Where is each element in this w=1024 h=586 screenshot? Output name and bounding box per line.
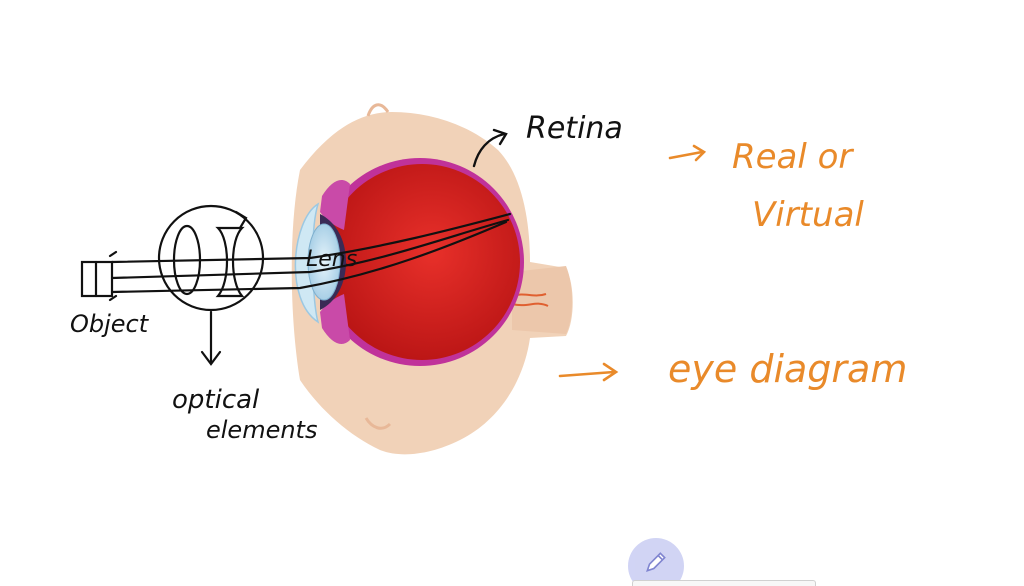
virtual-note: Virtual xyxy=(752,195,864,235)
object-sketch xyxy=(80,250,118,302)
ciliary-body-top xyxy=(320,180,350,230)
note-arrows xyxy=(558,144,707,382)
bottom-toolbar-edge xyxy=(632,580,816,586)
real-or-note: Real or xyxy=(732,137,854,177)
eyeball-interior xyxy=(324,164,520,360)
eye-diagram-note: eye diagram xyxy=(668,347,907,391)
elements-label: elements xyxy=(206,416,317,444)
pen-icon xyxy=(646,552,666,572)
lens-label: Lens xyxy=(306,247,357,272)
optic-nerve xyxy=(512,266,572,334)
object-label: Object xyxy=(70,310,150,338)
light-rays xyxy=(110,212,512,294)
optical-label: optical xyxy=(172,385,260,415)
retina-label: Retina xyxy=(526,111,623,146)
retina-pointer-arrow xyxy=(472,128,508,168)
muscle-strand-top xyxy=(366,103,390,117)
ciliary-body-bottom xyxy=(320,294,350,344)
optical-elements-sketch xyxy=(157,204,265,366)
muscle-strand-bottom xyxy=(364,417,392,430)
pen-tool-button[interactable] xyxy=(628,538,684,586)
